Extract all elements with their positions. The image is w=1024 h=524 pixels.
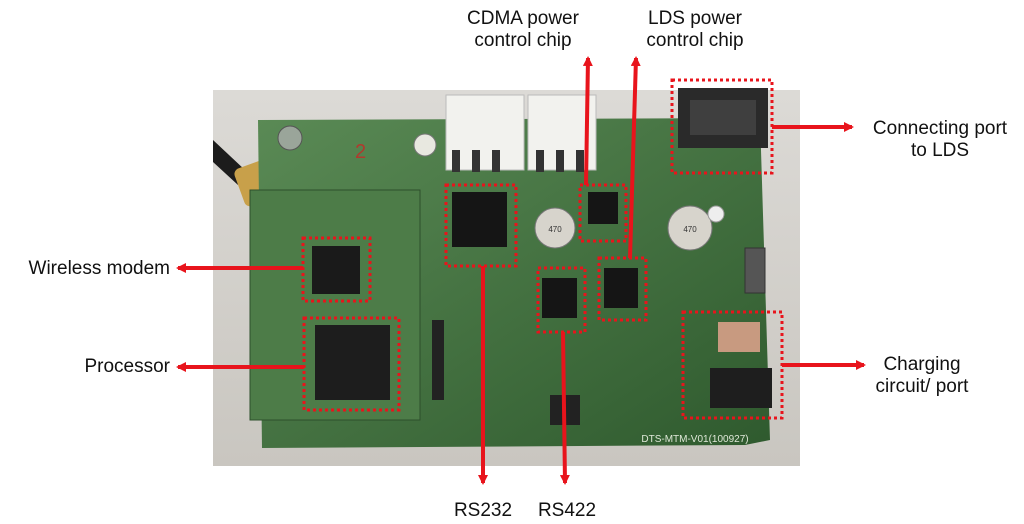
box-lds-chip (597, 256, 648, 322)
label-processor: Processor (84, 356, 170, 377)
label-lds-line2: control chip (646, 30, 744, 51)
box-cdma-chip (578, 183, 628, 243)
lds-power-chip (604, 268, 638, 308)
wireless-modem-chip (312, 246, 360, 294)
rs422-chip (542, 278, 577, 318)
capacitor-right: 470 (667, 205, 725, 251)
label-charging-line1: Charging (883, 354, 961, 375)
label-rs232: RS232 (453, 500, 513, 521)
arrow-rs422 (559, 331, 570, 485)
label-charging-line2: circuit/ port (875, 376, 969, 397)
cdma-power-chip (588, 192, 618, 224)
switch (744, 247, 766, 294)
mounting-screw (277, 125, 303, 151)
charging-port-pink (718, 322, 760, 352)
label-rs422: RS422 (537, 500, 597, 521)
board-number: 2 (355, 141, 366, 163)
label-lds-power-chip: LDS power control chip (622, 8, 768, 52)
pin-header (432, 320, 444, 400)
label-cdma-line2: control chip (474, 30, 572, 51)
svg-text:470: 470 (548, 225, 562, 234)
arrow-lds (628, 56, 641, 259)
silkscreen-model: DTS-MTM-V01(100927) (641, 434, 748, 445)
box-rs422 (536, 266, 587, 334)
label-cdma-line1: CDMA power (467, 8, 579, 29)
capacitor-left: 470 (534, 207, 576, 249)
label-connecting-port: Connecting port to LDS (856, 118, 1024, 162)
charging-port-black (710, 368, 772, 408)
label-lds-line1: LDS power (648, 8, 742, 29)
white-header-connectors (445, 94, 597, 172)
label-wireless-modem: Wireless modem (28, 258, 170, 279)
label-charging: Charging circuit/ port (862, 354, 982, 398)
label-connecting-line1: Connecting port (872, 118, 1008, 139)
rs232-chip (452, 192, 507, 247)
svg-text:470: 470 (683, 225, 697, 234)
label-cdma-power-chip: CDMA power control chip (450, 8, 596, 52)
arrow-cdma (582, 56, 593, 186)
processor-chip (315, 325, 390, 400)
label-connecting-line2: to LDS (910, 140, 970, 161)
box-processor (302, 316, 401, 412)
